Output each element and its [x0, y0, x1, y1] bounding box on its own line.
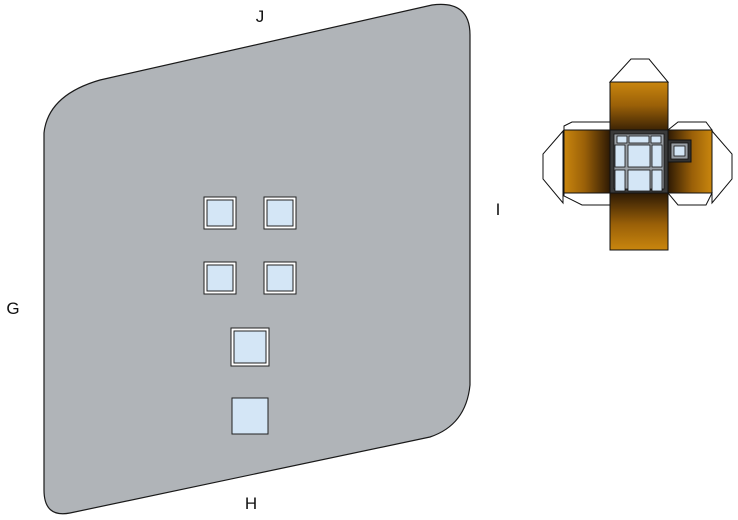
- net-center-windows: [614, 135, 663, 192]
- wall-window: [203, 196, 237, 230]
- label-left: G: [6, 299, 19, 318]
- label-top: J: [256, 7, 265, 26]
- net-cap-right-outer: [711, 129, 733, 205]
- net-cap-top: [608, 58, 670, 83]
- wall-window: [203, 261, 237, 295]
- net-cap-right-low: [666, 192, 713, 206]
- wall-window: [231, 397, 269, 435]
- box-net: [542, 58, 733, 251]
- net-cap-left-low: [563, 192, 611, 206]
- net-face-left: [563, 129, 611, 194]
- wall-window: [263, 196, 297, 230]
- wall-window: [230, 327, 270, 367]
- net-face-top: [609, 81, 669, 135]
- wall-window: [263, 261, 297, 295]
- label-right: I: [496, 200, 501, 219]
- net-cap-right-top: [666, 121, 713, 131]
- net-cap-left: [563, 121, 611, 131]
- wall-panel: [43, 3, 471, 515]
- label-bottom: H: [245, 494, 257, 513]
- net-face-bottom: [609, 192, 669, 251]
- net-cap-left-outer: [542, 129, 564, 205]
